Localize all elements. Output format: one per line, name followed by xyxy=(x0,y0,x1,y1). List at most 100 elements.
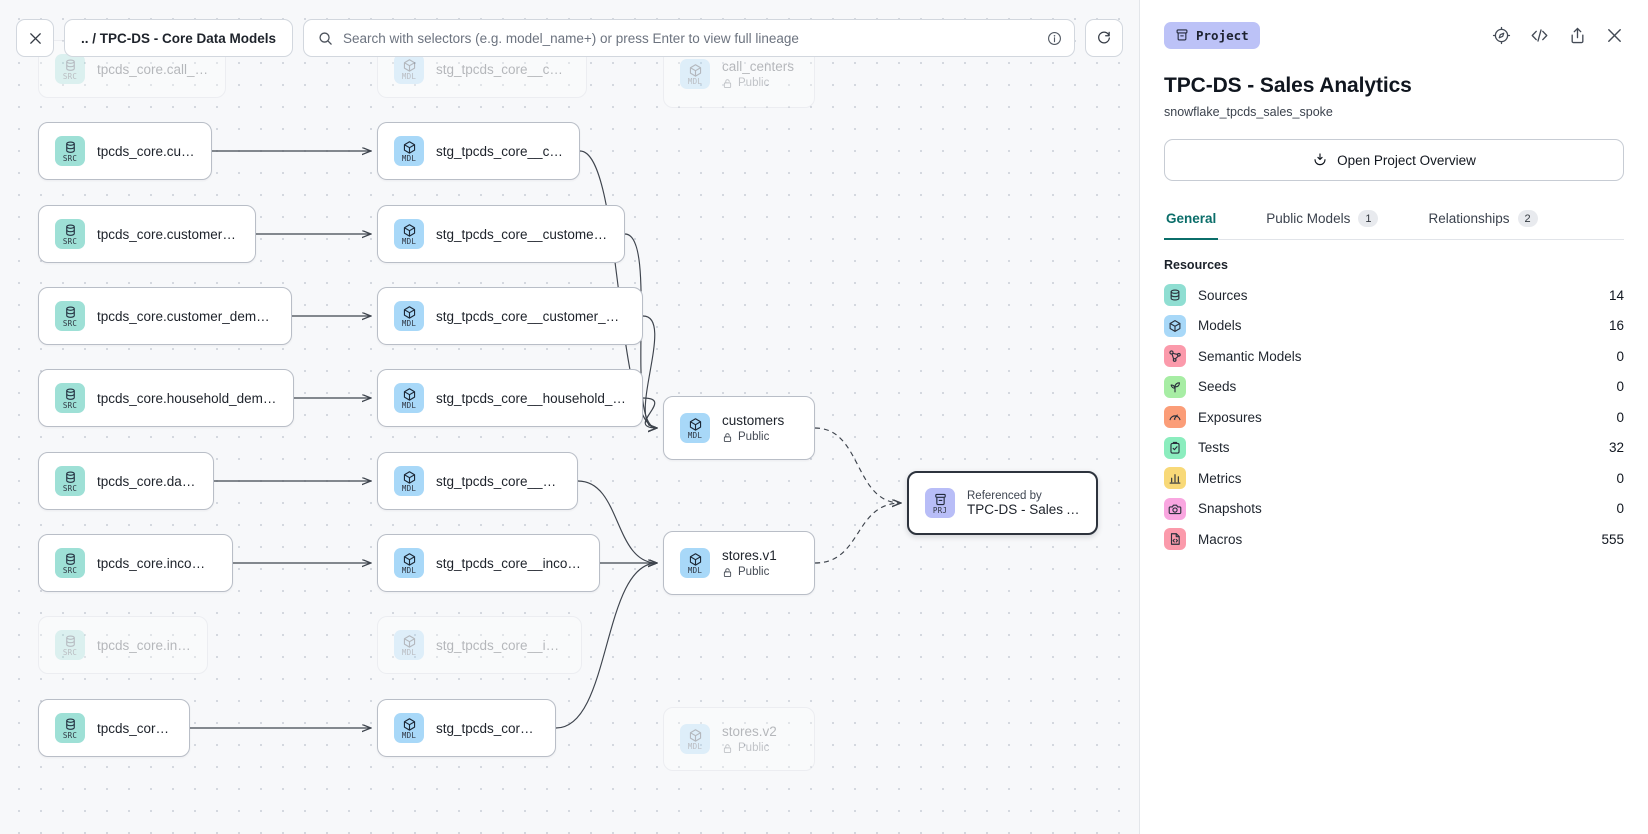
node-body: tpcds_core.customer_address xyxy=(97,227,239,242)
share-button[interactable] xyxy=(1568,26,1587,45)
node-body: stg_tpcds_core__store xyxy=(436,721,539,736)
resource-value: 0 xyxy=(1616,409,1624,425)
resource-type-label: Project xyxy=(1196,27,1249,43)
lineage-canvas[interactable]: SRCtpcds_core.call_centerMDLstg_tpcds_co… xyxy=(0,0,1140,834)
node-label: tpcds_core.customer_demographics xyxy=(97,308,275,324)
node-access: Public xyxy=(722,77,794,89)
node-access-label: Public xyxy=(738,566,770,578)
sprout-icon xyxy=(1164,375,1186,398)
lineage-node[interactable]: SRC tpcds_core.household_demographics xyxy=(38,369,294,427)
src-badge-icon: SRC xyxy=(55,548,85,578)
node-body: tpcds_core.date_dim xyxy=(97,474,197,489)
breadcrumb[interactable]: .. / TPC-DS - Core Data Models xyxy=(64,19,294,57)
close-panel-button[interactable] xyxy=(1605,26,1624,45)
refresh-icon xyxy=(1098,31,1110,44)
lineage-node[interactable]: SRC tpcds_core.customer_demographics xyxy=(38,287,292,345)
open-project-overview-label: Open Project Overview xyxy=(1337,152,1476,168)
search-bar[interactable] xyxy=(303,19,1075,57)
node-label: tpcds_core.customer xyxy=(97,143,195,159)
cube-icon xyxy=(1164,314,1186,337)
close-icon xyxy=(1608,28,1621,42)
semantic-graph-icon xyxy=(1164,345,1186,368)
node-label: stg_tpcds_core__date_dim xyxy=(436,473,561,489)
project-overview-icon xyxy=(1314,153,1326,166)
node-body: stg_tpcds_core__household_demogr… xyxy=(436,391,626,406)
refresh-button[interactable] xyxy=(1085,19,1123,57)
info-icon[interactable] xyxy=(1047,31,1062,46)
gauge-icon xyxy=(1164,406,1186,429)
node-label: stg_tpcds_core__store xyxy=(436,720,539,736)
node-label: stg_tpcds_core__customer_demogra… xyxy=(436,308,626,324)
open-project-overview-button[interactable]: Open Project Overview xyxy=(1164,139,1624,181)
resource-row-tests[interactable]: Tests 32 xyxy=(1164,433,1624,464)
mdl-badge-icon: MDL xyxy=(394,301,424,331)
lock-icon xyxy=(723,743,732,753)
lineage-node[interactable]: MDLstg_tpcds_core__household_demogr… xyxy=(377,369,643,427)
explore-button[interactable] xyxy=(1492,26,1511,45)
node-label: stg_tpcds_core__income_band xyxy=(436,555,583,571)
src-badge-icon: SRC xyxy=(55,136,85,166)
resource-row-exposures[interactable]: Exposures 0 xyxy=(1164,402,1624,433)
node-label: tpcds_core.household_demographics xyxy=(97,390,277,406)
node-access-label: Public xyxy=(738,742,770,754)
lineage-node[interactable]: MDL stg_tpcds_core__customer_demogra… xyxy=(377,287,643,345)
resource-label: Exposures xyxy=(1198,409,1262,425)
src-badge-icon: SRC xyxy=(55,383,85,413)
mdl-badge-icon: MDL xyxy=(394,136,424,166)
lineage-node[interactable]: SRC tpcds_core.customer_address xyxy=(38,205,256,263)
src-badge-icon: SRC xyxy=(55,219,85,249)
resource-value: 32 xyxy=(1608,440,1624,456)
resource-row-sources[interactable]: Sources 14 xyxy=(1164,280,1624,311)
view-code-button[interactable] xyxy=(1529,25,1550,46)
node-label: stores.v1 xyxy=(722,548,777,563)
lineage-node[interactable]: SRC tpcds_core.customer xyxy=(38,122,212,180)
canvas-toolbar: .. / TPC-DS - Core Data Models xyxy=(0,0,1139,76)
mdl-badge-icon: MDL xyxy=(680,59,710,89)
src-badge-icon: SRC xyxy=(55,301,85,331)
file-code-icon xyxy=(1164,528,1186,551)
search-input[interactable] xyxy=(343,30,1037,46)
lineage-node[interactable]: SRC tpcds_core.date_dim xyxy=(38,452,214,510)
close-lineage-button[interactable] xyxy=(16,19,54,57)
src-badge-icon: SRC xyxy=(55,466,85,496)
node-label: TPC-DS - Sales Analytics xyxy=(967,501,1080,517)
resource-label: Tests xyxy=(1198,440,1230,456)
tab-general[interactable]: General xyxy=(1164,201,1219,240)
src-badge-icon: SRC xyxy=(55,713,85,743)
database-icon xyxy=(1164,284,1186,307)
camera-icon xyxy=(1164,497,1186,520)
node-label: stg_tpcds_core__inventory xyxy=(436,637,565,653)
mdl-badge-icon: MDL xyxy=(394,219,424,249)
node-access: Public xyxy=(722,742,777,754)
resource-label: Sources xyxy=(1198,287,1248,303)
lineage-edge xyxy=(642,315,657,428)
resource-value: 14 xyxy=(1608,287,1624,303)
node-body: tpcds_core.customer xyxy=(97,144,195,159)
node-label: customers xyxy=(722,413,785,428)
